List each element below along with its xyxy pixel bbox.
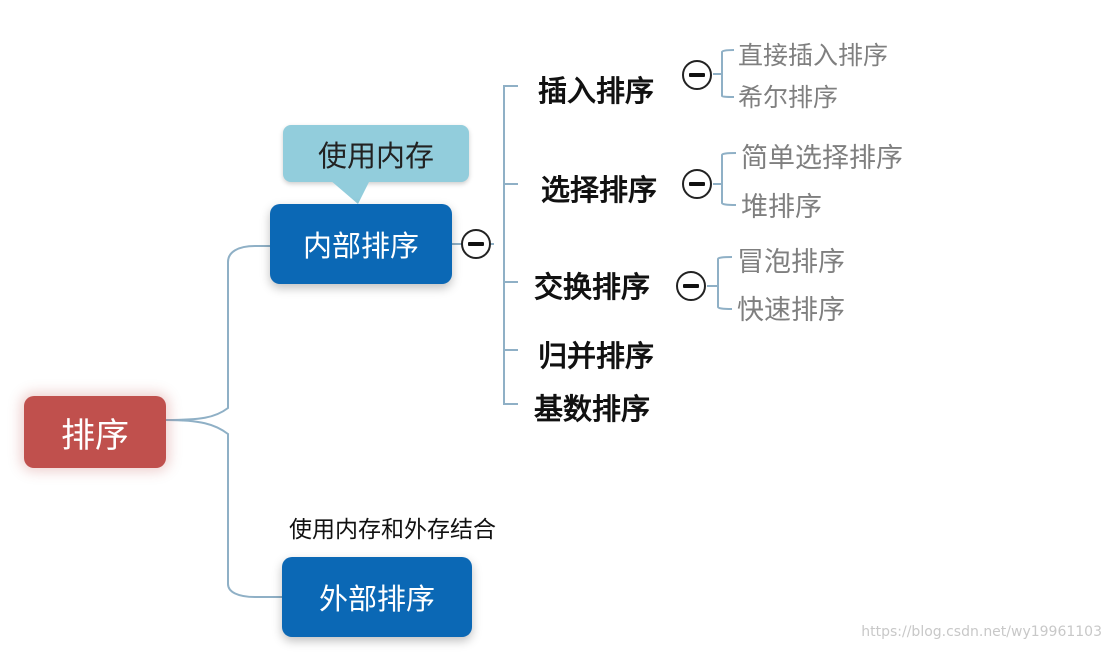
watermark-text: https://blog.csdn.net/wy19961103 — [861, 624, 1102, 640]
external-note: 使用内存和外存结合 — [289, 517, 496, 543]
leaf-shell-sort[interactable]: 希尔排序 — [738, 83, 839, 112]
leaf-simple-selection[interactable]: 简单选择排序 — [741, 143, 903, 174]
internal-sort-label: 内部排序 — [302, 229, 419, 263]
category-exchange[interactable]: 交换排序 — [534, 270, 651, 304]
internal-sort-node[interactable]: 内部排序 — [270, 204, 452, 284]
leaf-heap-sort[interactable]: 堆排序 — [741, 192, 822, 223]
connector-root-internal — [165, 245, 270, 421]
category-merge[interactable]: 归并排序 — [538, 339, 655, 373]
insertion-collapse-icon[interactable] — [682, 60, 712, 90]
internal-collapse-icon[interactable] — [461, 229, 491, 259]
internal-callout: 使用内存 — [283, 125, 469, 182]
category-radix[interactable]: 基数排序 — [534, 392, 651, 426]
selection-collapse-icon[interactable] — [682, 169, 712, 199]
external-sort-node[interactable]: 外部排序 — [282, 557, 472, 637]
category-ticks — [504, 183, 518, 351]
connector-root-external — [165, 419, 282, 598]
leaf-bracket-insertion — [713, 49, 735, 98]
category-insertion[interactable]: 插入排序 — [538, 74, 655, 108]
root-label: 排序 — [61, 415, 129, 456]
leaf-bubble-sort[interactable]: 冒泡排序 — [737, 247, 845, 278]
leaf-straight-insertion[interactable]: 直接插入排序 — [738, 41, 889, 70]
external-sort-label: 外部排序 — [318, 582, 435, 616]
leaf-bracket-selection — [713, 152, 737, 206]
exchange-collapse-icon[interactable] — [676, 271, 706, 301]
leaf-quick-sort[interactable]: 快速排序 — [737, 295, 845, 326]
root-node[interactable]: 排序 — [24, 396, 166, 468]
callout-pointer — [330, 180, 370, 204]
category-selection[interactable]: 选择排序 — [541, 173, 658, 207]
leaf-bracket-exchange — [707, 256, 733, 310]
category-bracket — [503, 85, 518, 405]
callout-label: 使用内存 — [317, 138, 434, 173]
